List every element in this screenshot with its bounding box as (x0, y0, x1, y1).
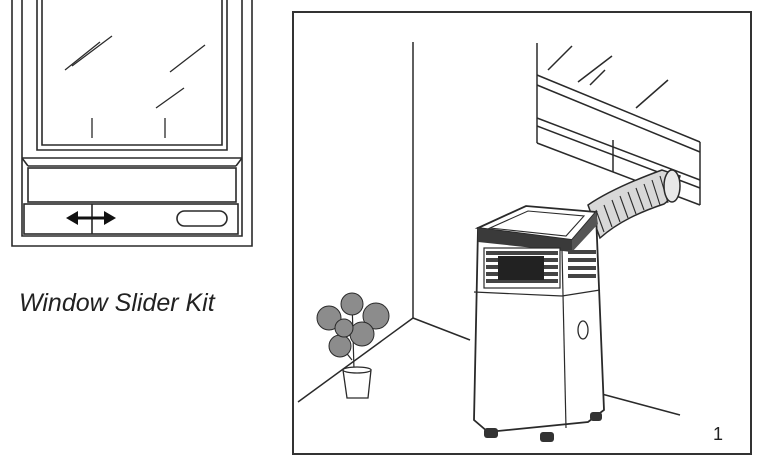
window-sash-inner (41, 0, 223, 146)
window-sash (36, 0, 228, 151)
ac-drain-plug (577, 320, 589, 340)
portable-air-conditioner (473, 205, 605, 442)
slide-arrow-icon (66, 211, 116, 225)
window-outer-frame (11, 0, 253, 247)
figure-number: 1 (713, 424, 723, 444)
slider-kit-body (27, 167, 237, 203)
figure-border (292, 11, 752, 455)
floor-left-line (297, 317, 414, 403)
floor-right-line (597, 392, 681, 416)
hose-window-end (663, 169, 681, 203)
floor-back-line (412, 317, 471, 341)
plant-pot (342, 369, 372, 399)
exhaust-hose (587, 169, 681, 240)
slider-kit-caption: Window Slider Kit (19, 289, 216, 317)
room-walls (297, 42, 681, 416)
slider-kit-exhaust-opening (176, 210, 228, 227)
window-inner-frame (21, 0, 243, 237)
slider-kit-panel (23, 203, 239, 235)
ac-wheel (540, 432, 554, 442)
ac-body-edge (561, 249, 567, 429)
potted-plant (316, 292, 390, 399)
ac-wheel (484, 428, 498, 438)
plant-foliage (316, 292, 390, 358)
ac-display (498, 256, 544, 280)
window-slider-kit-drawing (11, 0, 253, 247)
ac-wheel (590, 412, 602, 421)
glass-reflection-marks (64, 35, 206, 138)
ac-side-grille (568, 250, 596, 278)
ac-top-band (478, 228, 572, 252)
